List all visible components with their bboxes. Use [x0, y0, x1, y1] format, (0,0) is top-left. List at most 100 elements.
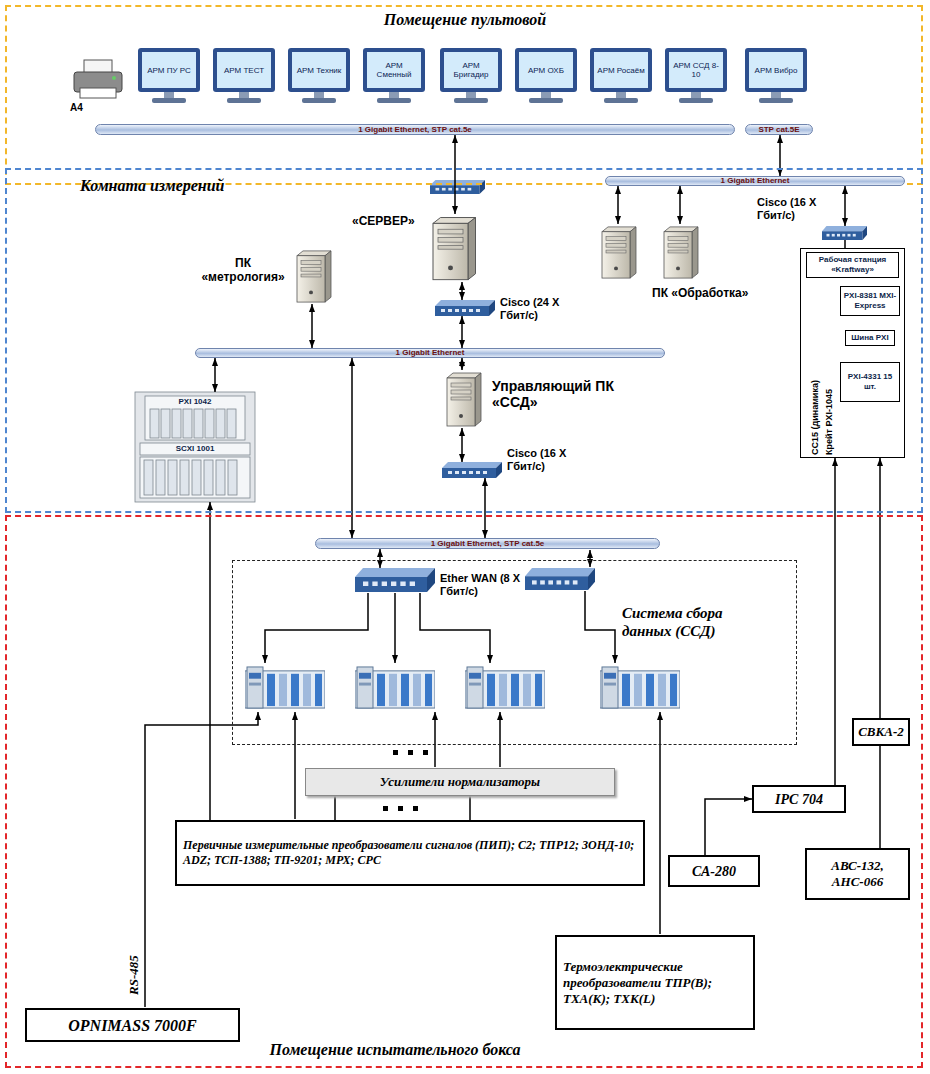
connector — [844, 186, 846, 226]
room-region: Помещение испытательного бокса 1 Gigabit … — [5, 515, 923, 1068]
network-switch: Cisco (24 X Гбит/с) — [435, 300, 495, 316]
connector — [461, 358, 463, 370]
connector — [879, 746, 881, 848]
instrument-box: АВС-132, АНС-066 — [805, 848, 910, 900]
network-bus: STP cat.5E — [745, 124, 813, 135]
instrument-box: СВКА-2 — [852, 718, 910, 746]
instrument-box: СА-280 — [668, 855, 760, 887]
pxi-chassis-drawing — [135, 392, 255, 502]
node-text: Первичные измерительные преобразователи … — [183, 838, 637, 868]
room-region: Помещение пультовойA4 АРМ ПУ РС АРМ ТЕСТ АР… — [5, 5, 923, 185]
workstation-monitor: АРМ Техник — [292, 52, 346, 88]
node-text: АРМ ССД 8-10 — [671, 61, 721, 79]
connector — [351, 358, 353, 538]
connector — [469, 796, 471, 820]
node-text: СС15 (динамика) — [809, 285, 821, 455]
node-text: Крейт PXI-1045 — [823, 285, 835, 455]
computer-pair: ПК «Обработка» — [598, 224, 700, 280]
node-text: 1 Gigabit Ethernet, STP cat.5e — [431, 539, 545, 549]
workstation-monitor: АРМ Сменный — [367, 52, 421, 88]
connector — [705, 799, 752, 855]
node-text: SCXI 1001 — [150, 444, 240, 454]
workstation-monitor: АРМ ПУ РС — [142, 52, 196, 88]
room-region: Комната измерений «СЕРВЕР» 1 Gigabit Ether… — [5, 168, 923, 513]
node-text: PXI-4331 15 шт. — [843, 372, 897, 392]
analyzer-box: OPNIMASS 7000F — [25, 1008, 240, 1042]
workstation-monitor: АРМ Бригадир — [444, 52, 498, 88]
node-text: STP cat.5E — [758, 125, 799, 135]
node-text: АРМ Сменный — [369, 61, 419, 79]
node-text: Ether WAN (8 X Гбит/с) — [440, 572, 530, 598]
network-bus: 1 Gigabit Ethernet, STP cat.5e — [315, 538, 660, 549]
network-bus: 1 Gigabit Ethernet, STP cat.5e — [95, 124, 735, 135]
node-text: 1 Gigabit Ethernet — [721, 176, 790, 186]
node-text: OPNIMASS 7000F — [68, 1016, 196, 1035]
printer: A4 — [64, 56, 128, 118]
network-switch: Cisco (16 X Гбит/с) — [442, 462, 502, 478]
switch-icons — [355, 180, 867, 592]
connector — [454, 135, 456, 214]
node-text: Управляющий ПК «ССД» — [492, 378, 622, 410]
network-bus: 1 Gigabit Ethernet — [195, 348, 665, 358]
node-text: «СЕРВЕР» — [352, 214, 426, 228]
node-text: АРМ ТЕСТ — [224, 66, 264, 75]
workstation-monitor: АРМ ОХБ — [519, 52, 573, 88]
node-text: Рабочая станция «Kraftway» — [809, 255, 896, 275]
node-text: 1 Gigabit Ethernet — [396, 348, 465, 358]
connector — [214, 358, 216, 392]
network-switch: Ether WAN (8 X Гбит/с) — [355, 568, 435, 592]
connector — [461, 282, 463, 300]
node-text: АРМ Бригадир — [446, 61, 496, 79]
node-text: IPC 704 — [775, 791, 823, 808]
node-text: АРМ Росаём — [597, 66, 644, 75]
connector — [834, 458, 836, 785]
io-modules — [245, 667, 680, 708]
connector — [679, 186, 681, 224]
computer-icons — [297, 218, 698, 426]
connector — [334, 796, 336, 820]
node-text: Помещение пультовой — [300, 10, 630, 30]
node-text: АРМ ОХБ — [528, 66, 564, 75]
data-acquisition-group: Система сбора данных (ССД)Ether WAN (8 X… — [232, 560, 797, 745]
workstation-monitor: АРМ ССД 8-10 — [669, 52, 723, 88]
node-text: Помещение испытательного бокса — [230, 1040, 560, 1060]
node-text: АРМ Техник — [297, 66, 342, 75]
node-text: Cisco (24 X Гбит/с) — [500, 296, 576, 322]
signal-label: RS-485 — [126, 935, 142, 995]
computer: Управляющий ПК «ССД» — [443, 370, 483, 428]
connector — [209, 502, 211, 820]
node-text: АРМ ПУ РС — [147, 66, 191, 75]
node-text: Шина PXI — [851, 333, 888, 343]
workstation-monitor: АРМ ТЕСТ — [217, 52, 271, 88]
measurement-rack: СС15 (динамика)Крейт PXI-1045 Рабочая ста… — [800, 248, 905, 458]
connector — [484, 478, 486, 538]
printer-icon — [74, 60, 122, 98]
node-text: АВС-132, АНС-066 — [813, 858, 902, 890]
node-text: PXI 1042 — [160, 397, 230, 407]
connector — [461, 316, 463, 348]
connector — [879, 458, 881, 718]
instrument-box: IPC 704 — [752, 785, 846, 813]
node-text: СВКА-2 — [858, 724, 904, 740]
rack-bus: Шина PXI — [845, 330, 895, 346]
node-text: Комната измерений — [80, 176, 280, 196]
node-text: PXI-8381 MXI-Express — [843, 291, 897, 311]
thermocouple-box: Термоэлектрические преобразователи ТПР(В… — [555, 935, 755, 1030]
rack-module: Рабочая станция «Kraftway» — [806, 252, 899, 278]
workstation-monitor: АРМ Вибро — [749, 52, 803, 88]
workstation-monitor: АРМ Росаём — [594, 52, 648, 88]
node-text: АРМ Вибро — [755, 66, 798, 75]
node-text: ПК «Обработка» — [652, 286, 770, 300]
rack-module: PXI-4331 15 шт. — [840, 362, 900, 402]
node-text: Cisco (16 X Гбит/с) — [507, 447, 592, 473]
node-text: 1 Gigabit Ethernet, STP cat.5e — [358, 125, 472, 135]
monitor-icons — [138, 48, 807, 103]
sensor-box: Первичные измерительные преобразователи … — [175, 820, 645, 886]
pxi-chassis: PXI 1042SCXI 1001 — [135, 392, 255, 502]
network-bus: 1 Gigabit Ethernet — [605, 176, 905, 186]
connector — [379, 549, 381, 568]
node-text: Усилители нормализаторы — [380, 774, 540, 790]
node-text: Cisco (16 X Гбит/с) — [757, 196, 835, 222]
